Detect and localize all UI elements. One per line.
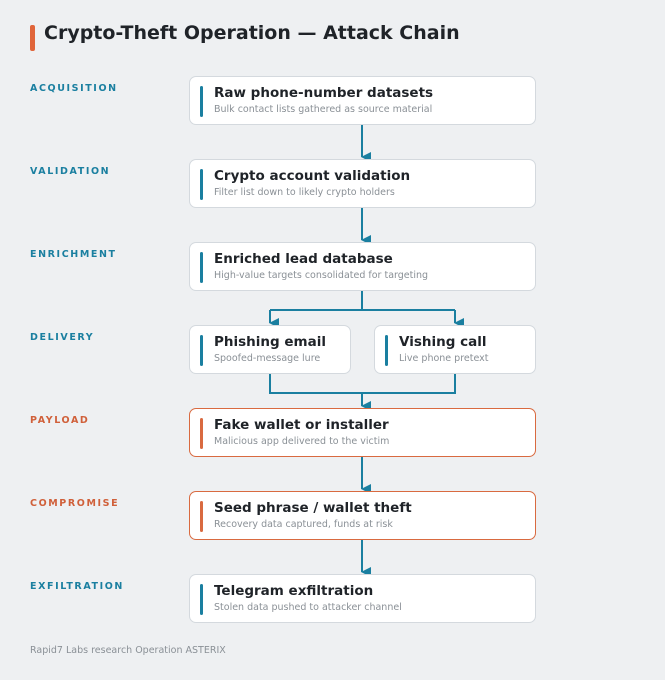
node-title: Enriched lead database — [214, 251, 393, 267]
title-accent-bar — [30, 25, 35, 51]
node-title: Vishing call — [399, 334, 487, 350]
node-title: Seed phrase / wallet theft — [214, 500, 412, 516]
stage-label-delivery: DELIVERY — [30, 332, 95, 343]
node-accent-bar — [200, 584, 203, 615]
stage-label-exfiltration: EXFILTRATION — [30, 581, 124, 592]
stage-label-compromise: COMPROMISE — [30, 498, 120, 509]
node-telegram-exfiltration: Telegram exfiltration Stolen data pushed… — [189, 574, 536, 623]
node-phishing-email: Phishing email Spoofed-message lure — [189, 325, 351, 374]
merge-connector — [269, 374, 456, 394]
node-accent-bar — [200, 501, 203, 532]
node-title: Crypto account validation — [214, 168, 411, 184]
node-title: Fake wallet or installer — [214, 417, 389, 433]
node-title: Raw phone-number datasets — [214, 85, 434, 101]
stage-label-payload: PAYLOAD — [30, 415, 90, 426]
node-subtitle: Bulk contact lists gathered as source ma… — [214, 104, 433, 115]
node-subtitle: Filter list down to likely crypto holder… — [214, 187, 395, 198]
node-accent-bar — [200, 169, 203, 200]
node-title: Telegram exfiltration — [214, 583, 374, 599]
node-subtitle: Live phone pretext — [399, 353, 489, 364]
node-fake-wallet-installer: Fake wallet or installer Malicious app d… — [189, 408, 536, 457]
split-connector — [270, 291, 455, 311]
page-title: Crypto-Theft Operation — Attack Chain — [44, 22, 460, 44]
stage-label-acquisition: ACQUISITION — [30, 83, 118, 94]
node-enriched-lead-database: Enriched lead database High-value target… — [189, 242, 536, 291]
node-title: Phishing email — [214, 334, 326, 350]
node-subtitle: High-value targets consolidated for targ… — [214, 270, 429, 281]
node-subtitle: Spoofed-message lure — [214, 353, 321, 364]
source-footer: Rapid7 Labs research Operation ASTERIX — [30, 645, 226, 656]
node-raw-datasets: Raw phone-number datasets Bulk contact l… — [189, 76, 536, 125]
node-accent-bar — [200, 252, 203, 283]
node-accent-bar — [200, 418, 203, 449]
node-subtitle: Malicious app delivered to the victim — [214, 436, 390, 447]
stage-label-enrichment: ENRICHMENT — [30, 249, 117, 260]
node-seed-phrase-theft: Seed phrase / wallet theft Recovery data… — [189, 491, 536, 540]
node-subtitle: Recovery data captured, funds at risk — [214, 519, 393, 530]
node-crypto-validation: Crypto account validation Filter list do… — [189, 159, 536, 208]
node-vishing-call: Vishing call Live phone pretext — [374, 325, 536, 374]
node-subtitle: Stolen data pushed to attacker channel — [214, 602, 402, 613]
stage-label-validation: VALIDATION — [30, 166, 111, 177]
node-accent-bar — [200, 86, 203, 117]
node-accent-bar — [385, 335, 388, 366]
node-accent-bar — [200, 335, 203, 366]
